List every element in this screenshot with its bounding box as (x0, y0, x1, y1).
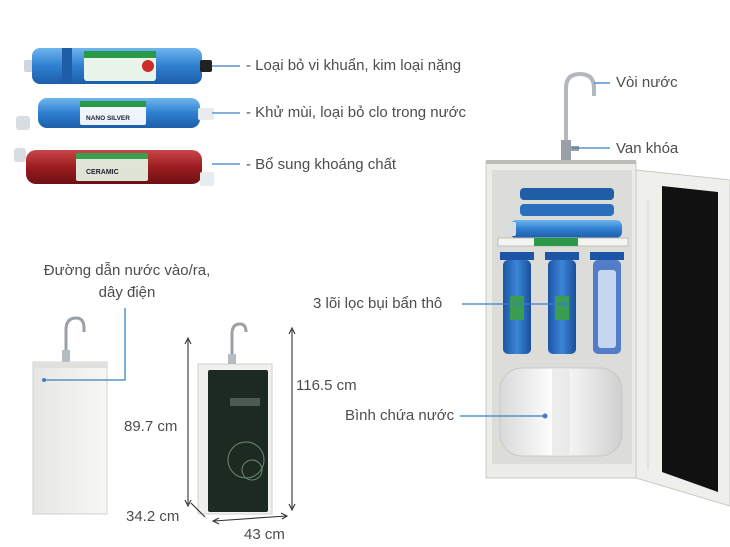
cabinet-height-label: 89.7 cm (124, 418, 178, 435)
machine-front-view (197, 322, 273, 515)
dimension-lines (184, 326, 296, 525)
filter-cartridge-icon (500, 252, 624, 354)
tank-label: Bình chứa nước (345, 407, 455, 424)
callout-leader-lines (212, 65, 610, 417)
inlet-label: Đường dẫn nước vào/ra, dây điện (43, 262, 211, 301)
machine-open-cabinet (485, 71, 730, 507)
filter-membrane-icon (24, 48, 212, 84)
filter-ceramic-label: - Bổ sung khoáng chất (246, 156, 397, 173)
faucet-icon (561, 71, 596, 160)
depth-label: 34.2 cm (126, 508, 180, 525)
filter-membrane-label: - Loại bỏ vi khuẩn, kim loại nặng (246, 57, 462, 74)
svg-text:NANO SILVER: NANO SILVER (86, 115, 130, 122)
prefilters-label: 3 lõi lọc bụi bẩn thô (313, 295, 443, 312)
inlet-leader-line (44, 308, 126, 381)
svg-text:CERAMIC: CERAMIC (86, 169, 119, 176)
total-height-label: 116.5 cm (296, 377, 357, 394)
filter-nano-silver-label: - Khử mùi, loại bỏ clo trong nước (246, 104, 467, 121)
filter-nano-silver-icon: NANO SILVER (16, 98, 214, 130)
water-tank-icon (499, 367, 623, 457)
filter-ceramic-icon: CERAMIC (14, 148, 214, 186)
faucet-label: Vòi nước (616, 74, 678, 91)
valve-label: Van khóa (616, 140, 679, 157)
callout-dots (542, 301, 568, 419)
machine-side-view (32, 316, 108, 515)
width-label: 43 cm (244, 526, 285, 543)
